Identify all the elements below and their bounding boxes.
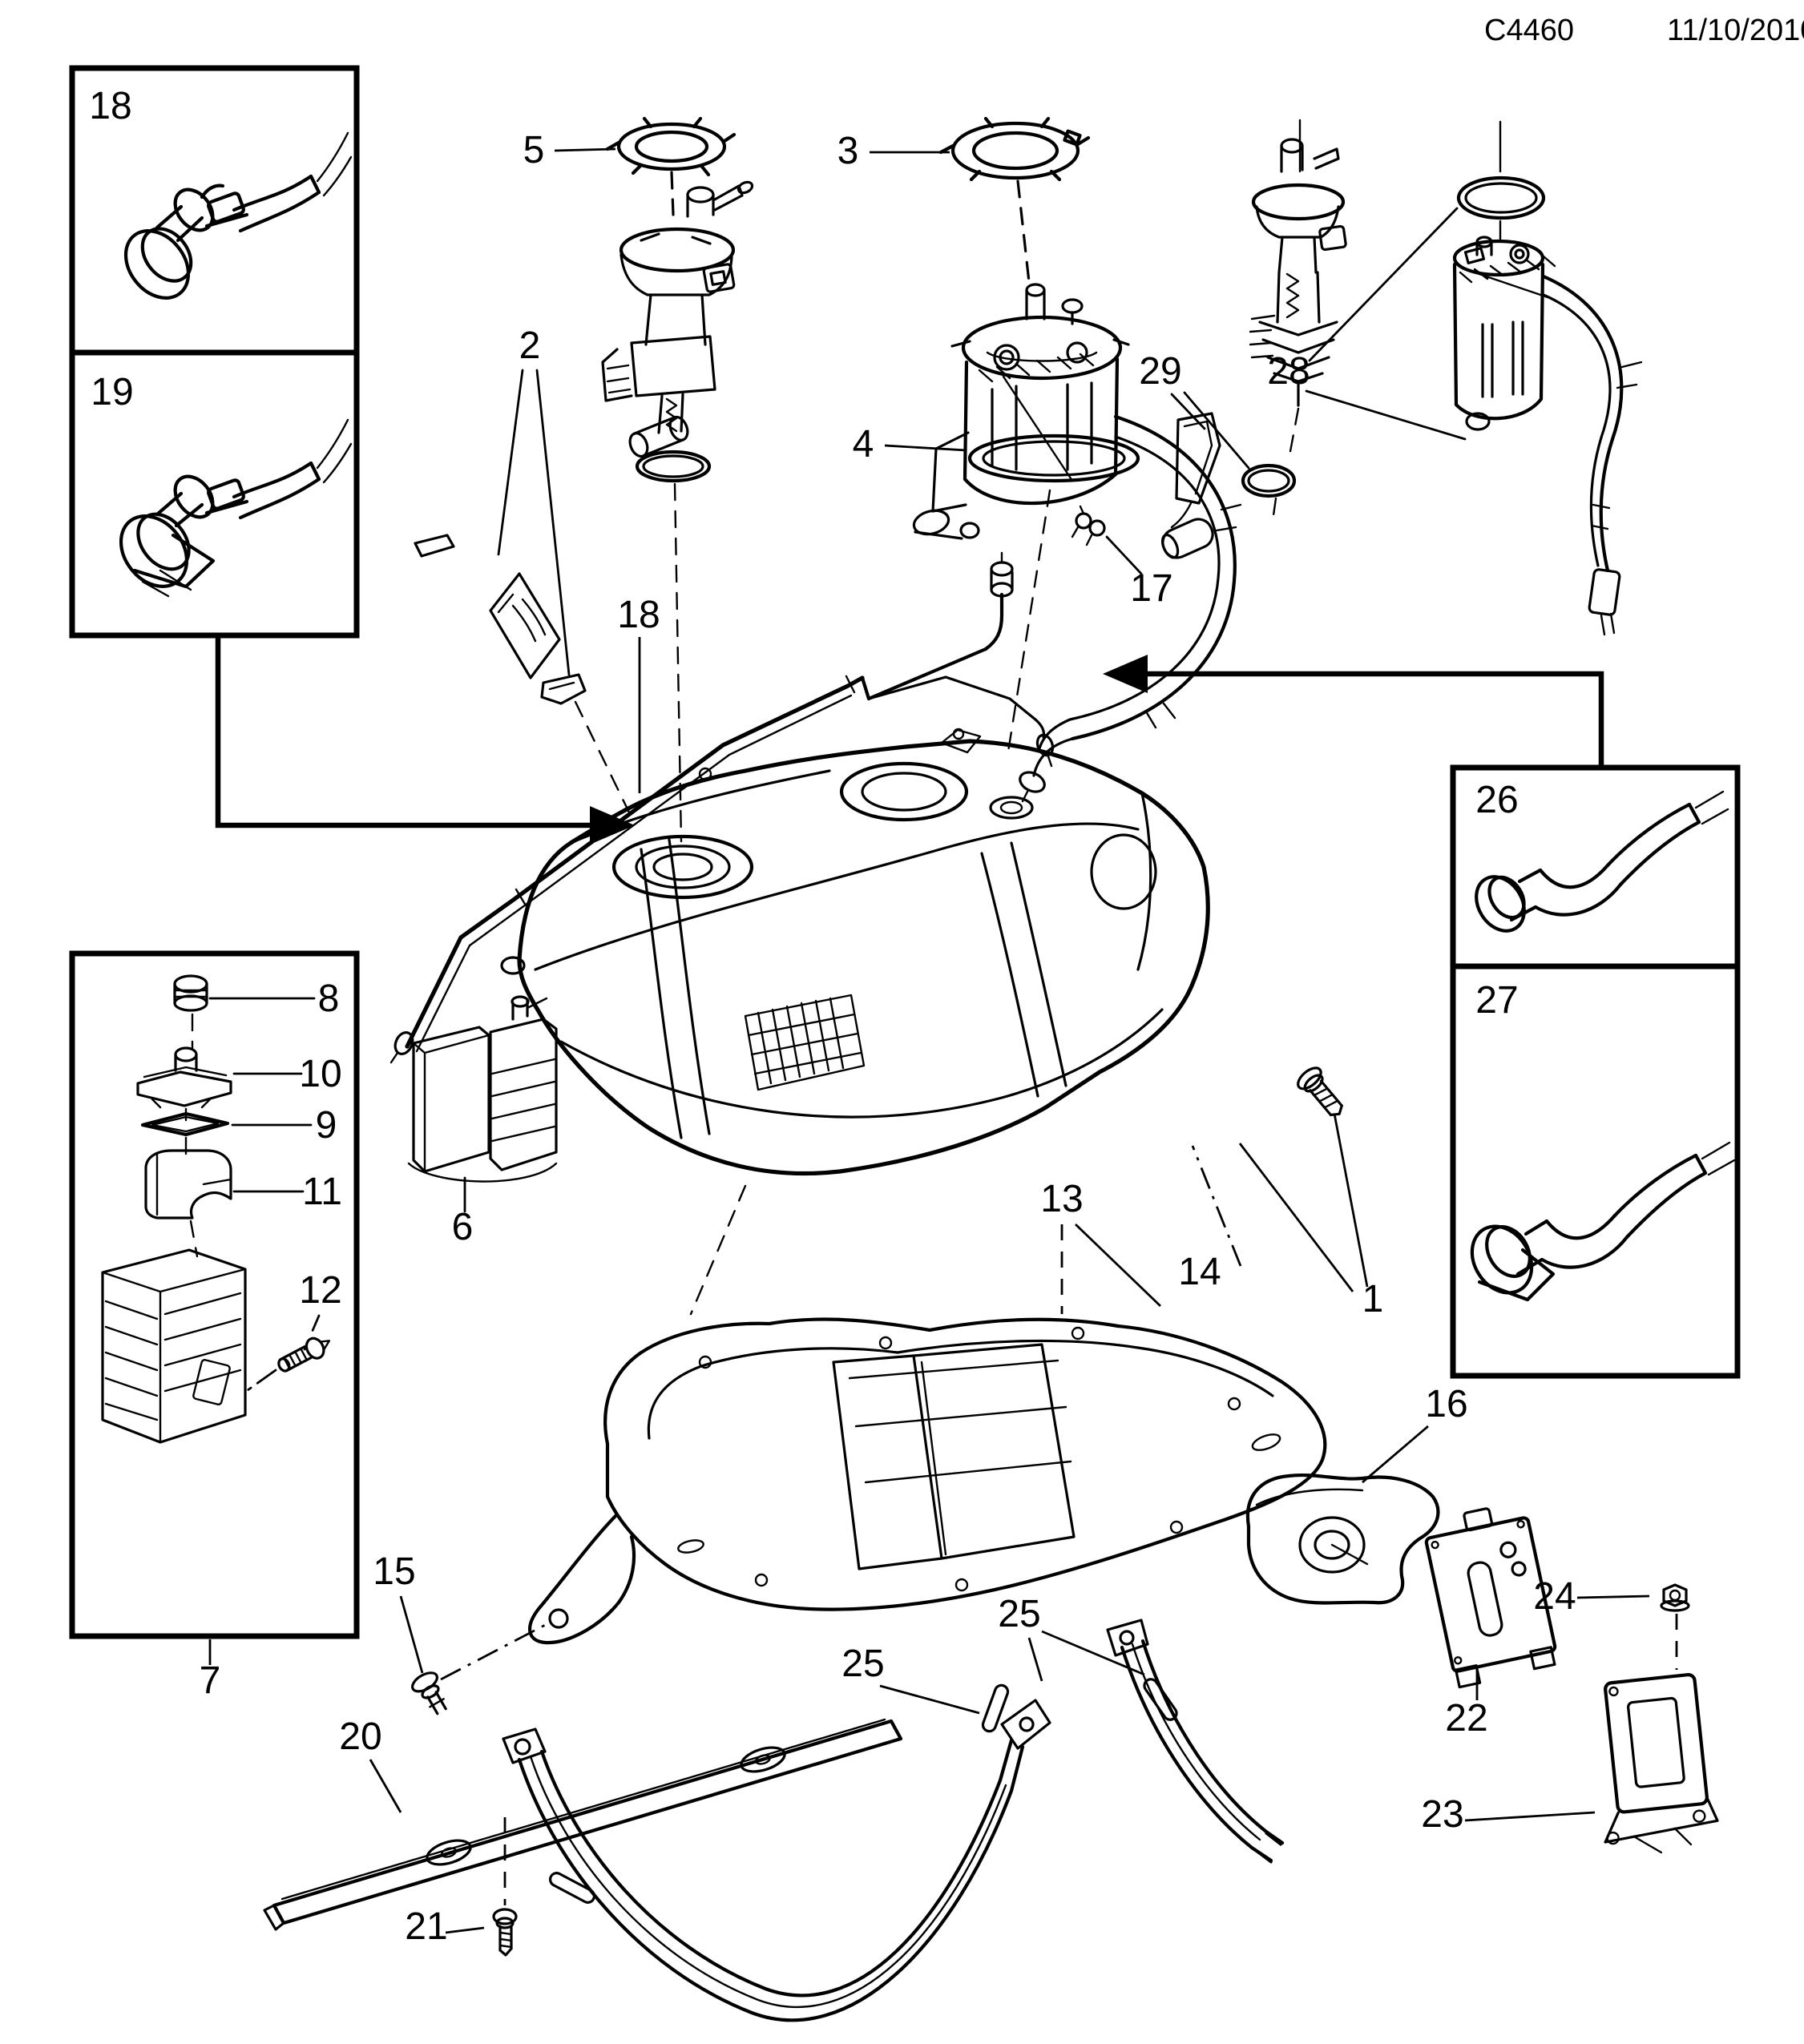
part-label-p21: 21 — [405, 1905, 447, 1948]
tank-screw — [1297, 1066, 1343, 1117]
part-label-p2: 2 — [519, 325, 541, 367]
part-label-p3: 3 — [837, 130, 859, 172]
part-label-p29: 29 — [1139, 350, 1181, 393]
part-label-box18: 18 — [89, 85, 131, 127]
bracket-23 — [1604, 1673, 1719, 1854]
clip-17 — [1071, 505, 1143, 575]
part-label-p24: 24 — [1533, 1575, 1576, 1618]
control-module-22 — [1424, 1507, 1557, 1689]
skid-rail-20 — [263, 1718, 903, 1931]
part-label-p18line: 18 — [617, 594, 660, 636]
lock-ring-5 — [605, 116, 737, 177]
part-label-p27: 27 — [1475, 979, 1518, 1022]
part-label-box19: 19 — [91, 371, 133, 413]
doc-date: 11/10/2010 — [1667, 14, 1804, 47]
part-label-p4: 4 — [853, 423, 874, 466]
callout-box-7 — [69, 950, 360, 1665]
part-label-p20: 20 — [339, 1715, 381, 1758]
fuel-pipe-18 — [389, 551, 1055, 1064]
part-label-p1: 1 — [1362, 1278, 1384, 1320]
fuel-pump-module-a — [601, 171, 754, 843]
fuel-pump-module-29 — [1160, 119, 1347, 559]
bracket-16 — [1245, 1473, 1440, 1605]
part-label-p25a: 25 — [998, 1593, 1040, 1635]
part-label-p26: 26 — [1475, 779, 1518, 821]
part-label-p17: 17 — [1130, 567, 1172, 610]
pushpin-15 — [411, 1671, 447, 1715]
bolt-21 — [492, 1908, 518, 1957]
part-label-p23: 23 — [1421, 1793, 1463, 1836]
fuel-pump-module-b — [912, 179, 1242, 803]
part-label-p14: 14 — [1178, 1251, 1221, 1293]
part-label-p7: 7 — [200, 1659, 221, 1702]
tank-strap-right-25 — [1106, 1619, 1285, 1864]
part-label-p6: 6 — [452, 1206, 474, 1248]
part-label-p10: 10 — [299, 1053, 341, 1095]
part-label-p13: 13 — [1040, 1178, 1083, 1220]
part-label-p5: 5 — [523, 129, 545, 171]
part-label-p11: 11 — [302, 1171, 342, 1213]
part-label-p15: 15 — [373, 1550, 415, 1593]
reference-arrow-right — [1103, 655, 1604, 766]
nut-24 — [1660, 1583, 1690, 1612]
part-label-p28: 28 — [1267, 350, 1310, 393]
part-label-p8: 8 — [318, 978, 340, 1020]
part-label-p16: 16 — [1425, 1383, 1467, 1425]
part-label-p25b: 25 — [841, 1643, 884, 1685]
heat-shield-13 — [528, 1184, 1327, 1645]
part-label-p12: 12 — [299, 1269, 341, 1312]
part-label-p9: 9 — [316, 1104, 337, 1147]
callout-box-27 — [1450, 963, 1741, 1379]
fuel-tank — [500, 728, 1210, 1176]
callout-box-19 — [69, 349, 360, 639]
fuel-pump-module-28 — [1305, 120, 1643, 636]
tank-strap-left-25 — [502, 1683, 1051, 2022]
part-label-p22: 22 — [1445, 1697, 1487, 1740]
reference-arrow-left — [215, 637, 635, 845]
doc-code: C4460 — [1484, 14, 1574, 47]
mounting-pads-2 — [414, 369, 632, 816]
lock-ring-3 — [938, 116, 1091, 182]
canister-6 — [407, 995, 558, 1213]
